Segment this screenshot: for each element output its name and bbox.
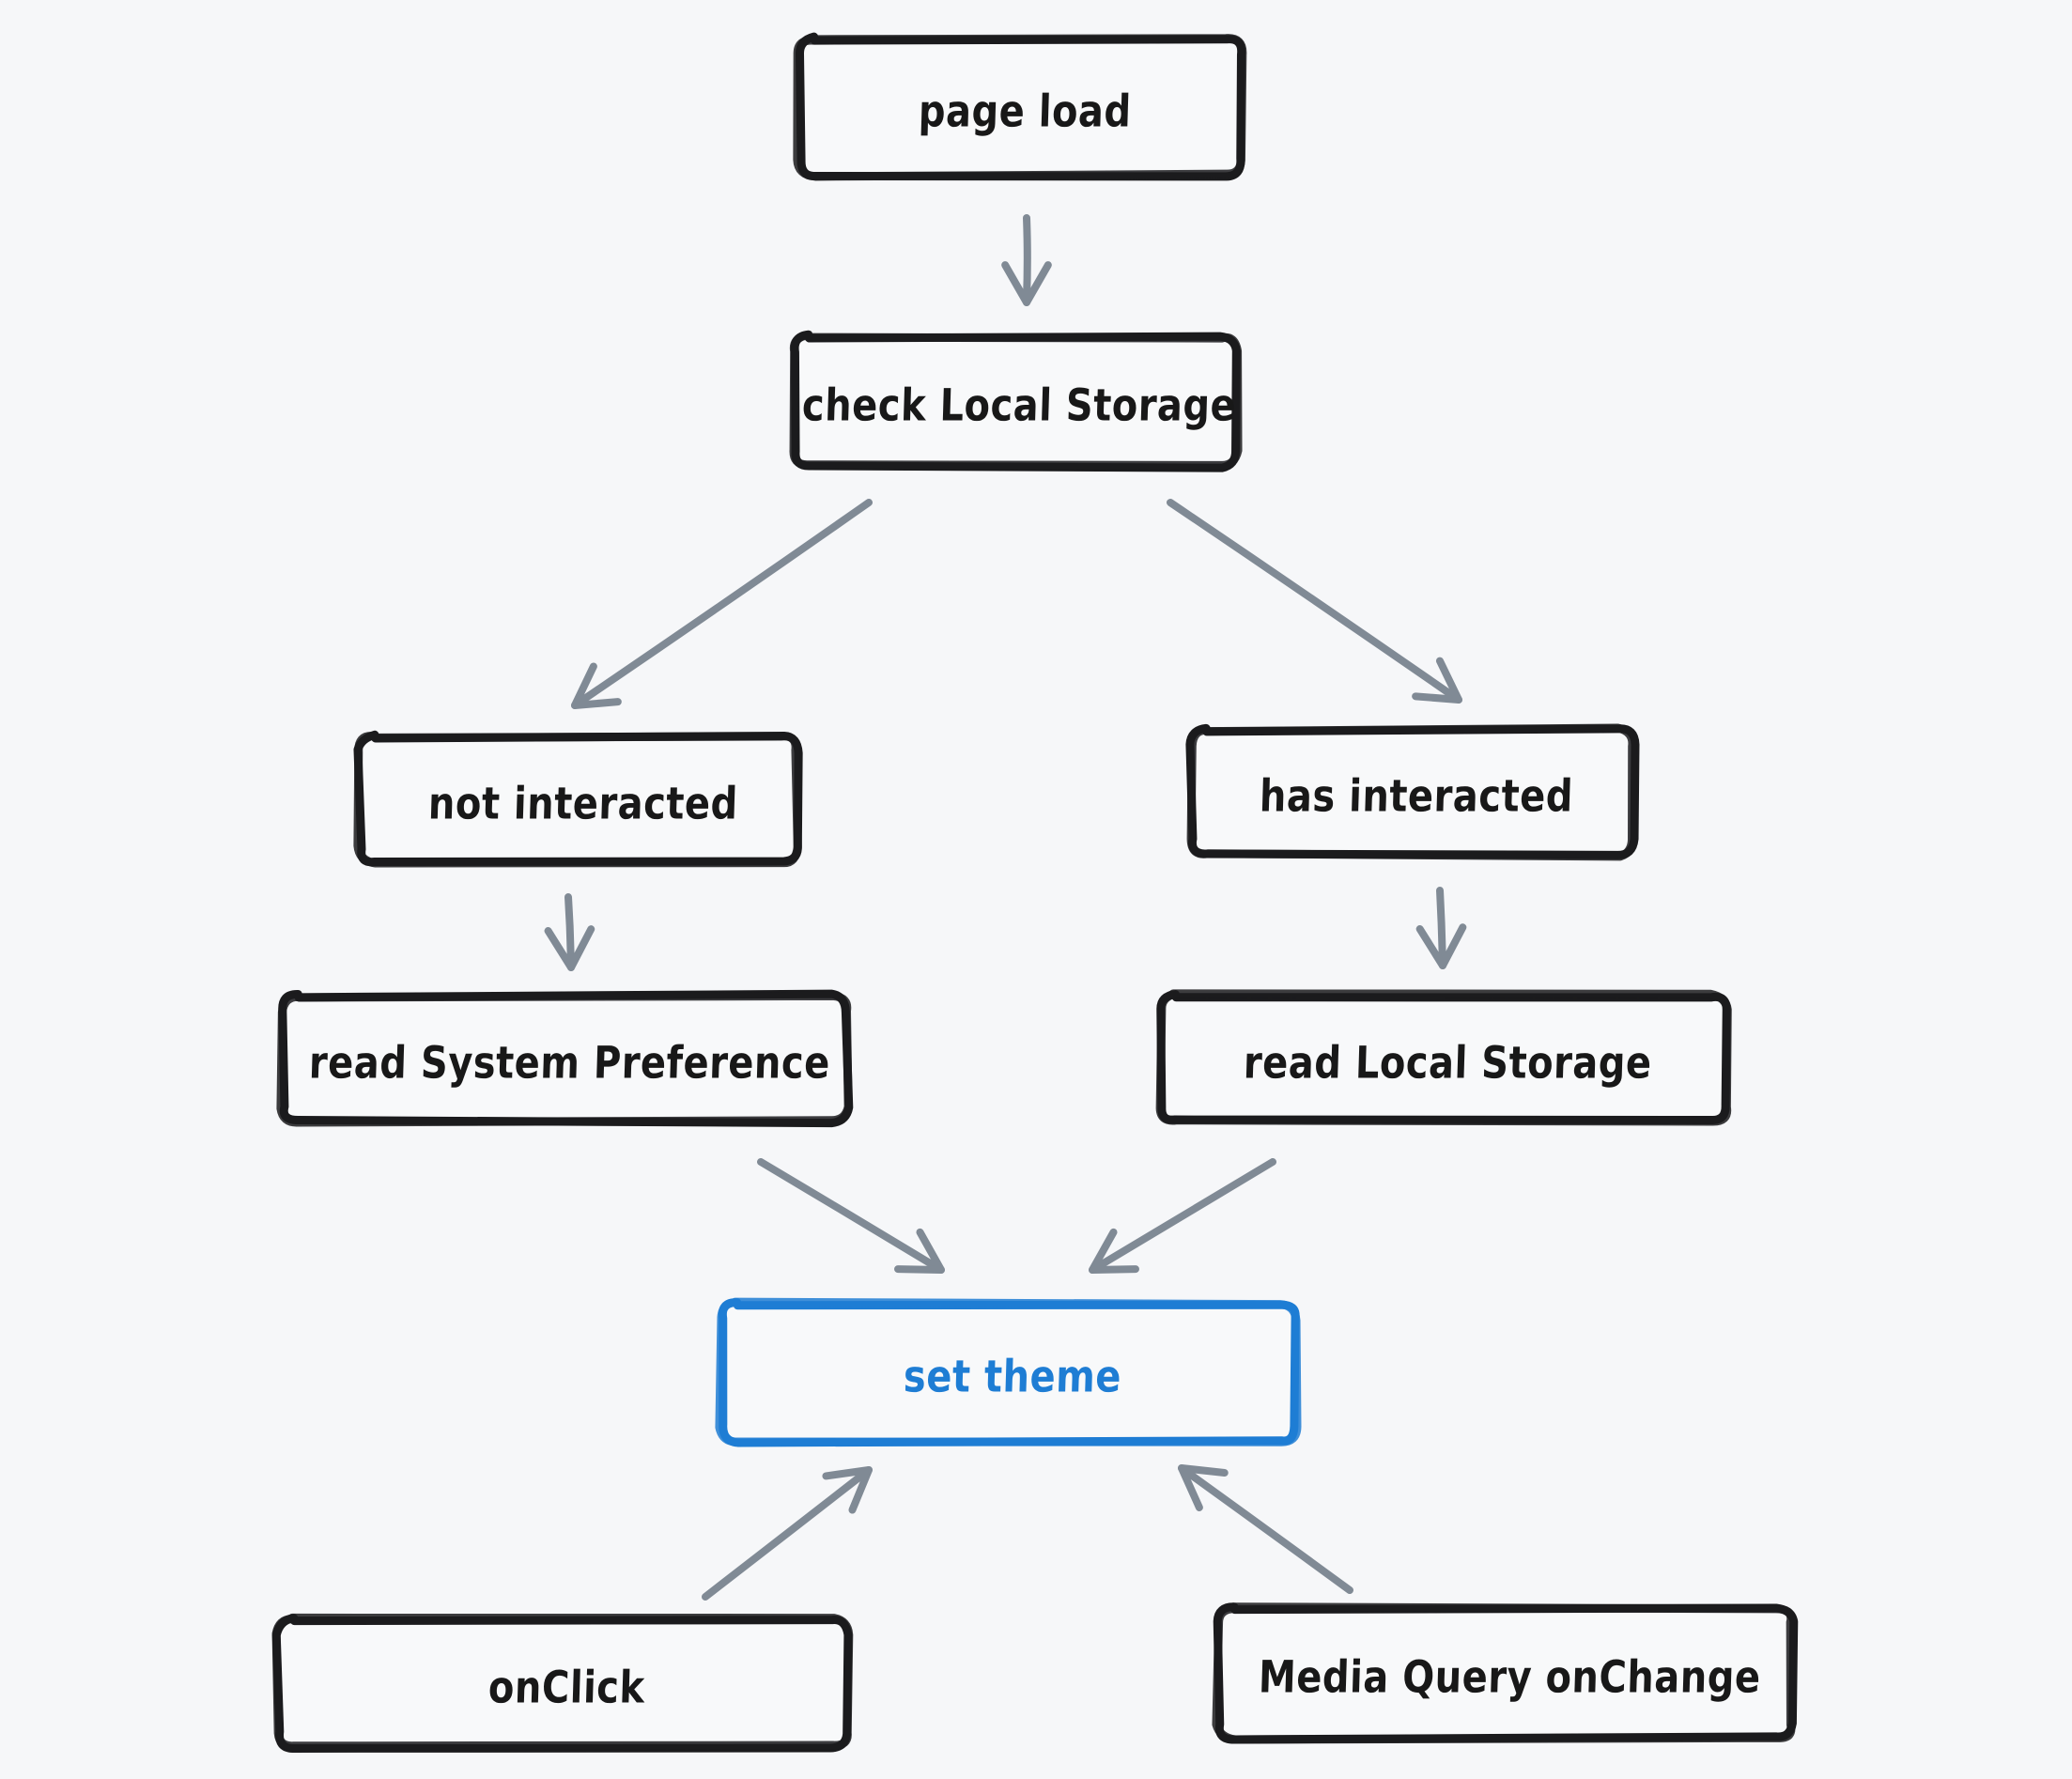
edge-read-system-to-set-theme-arrowhead-1	[916, 1228, 945, 1274]
edge-read-local-to-set-theme-arrowhead-0	[1089, 1228, 1118, 1274]
node-label-page-load: page load	[917, 85, 1133, 137]
node-outline-media-query-onchange	[1212, 1602, 1799, 1744]
edge-not-interacted-to-read-system-arrowhead-1	[567, 925, 595, 971]
node-outline-not-interacted	[353, 730, 803, 868]
node-has-interacted[interactable]: has interacted	[1185, 723, 1642, 863]
node-outline-has-interacted	[1185, 723, 1640, 861]
edge-read-system-to-set-theme	[757, 1158, 945, 1274]
edge-check-to-has-interacted-arrowhead-1	[1435, 657, 1462, 704]
edge-has-interacted-to-read-local	[1415, 887, 1467, 969]
node-label-read-system-preference: read System Preference	[307, 1037, 831, 1089]
node-page-load[interactable]: page load	[793, 32, 1250, 184]
edge-not-interacted-to-read-system	[544, 893, 595, 971]
edge-media-query-to-set-theme-arrowhead-0	[1178, 1464, 1229, 1477]
edge-read-local-to-set-theme-arrowhead-1	[1089, 1265, 1139, 1274]
edge-not-interacted-to-read-system-arrowhead-0	[544, 927, 575, 971]
edge-page-load-to-check-arrowhead-0	[1001, 261, 1030, 306]
node-outline-read-local-storage	[1155, 989, 1732, 1126]
edge-check-to-has-interacted-arrowhead-0	[1412, 692, 1462, 704]
node-label-read-local-storage: read Local Storage	[1243, 1037, 1653, 1089]
node-outline-set-theme	[715, 1297, 1302, 1447]
node-outline-read-system-preference	[276, 989, 854, 1128]
node-outline-on-click	[271, 1613, 854, 1753]
node-outline-check-local-storage	[789, 330, 1243, 472]
node-not-interacted[interactable]: not interacted	[353, 730, 806, 871]
edge-check-to-not-interacted	[571, 499, 873, 709]
node-label-not-interacted: not interacted	[426, 778, 739, 829]
edge-check-to-not-interacted-arrowhead-1	[571, 698, 622, 709]
edge-page-load-to-check	[1001, 214, 1052, 306]
node-label-has-interacted: has interacted	[1259, 770, 1574, 823]
node-label-check-local-storage: check Local Storage	[801, 379, 1237, 431]
node-media-query-onchange[interactable]: Media Query onChange	[1212, 1602, 1801, 1747]
edge-read-system-to-set-theme-arrowhead-0	[894, 1265, 945, 1274]
node-label-set-theme: set theme	[903, 1351, 1122, 1402]
edge-page-load-to-check-arrowhead-1	[1023, 261, 1052, 306]
edge-media-query-to-set-theme-arrowhead-1	[1178, 1464, 1203, 1511]
edge-check-to-has-interacted	[1167, 499, 1462, 704]
node-read-local-storage[interactable]: read Local Storage	[1155, 989, 1736, 1130]
edge-media-query-to-set-theme	[1178, 1464, 1353, 1594]
node-set-theme[interactable]: set theme	[715, 1297, 1304, 1449]
node-check-local-storage[interactable]: check Local Storage	[789, 330, 1245, 474]
node-label-media-query-onchange: Media Query onChange	[1257, 1651, 1762, 1704]
edge-read-local-to-set-theme	[1089, 1158, 1276, 1274]
edge-onclick-to-set-theme	[702, 1466, 873, 1601]
edge-has-interacted-to-read-local-arrowhead-0	[1415, 924, 1446, 969]
node-on-click[interactable]: onClick	[271, 1613, 856, 1756]
node-label-on-click: onClick	[487, 1662, 646, 1713]
edge-has-interacted-to-read-local-arrowhead-1	[1439, 923, 1467, 969]
edge-onclick-to-set-theme-arrowhead-1	[822, 1466, 873, 1480]
edge-onclick-to-set-theme-arrowhead-0	[848, 1466, 873, 1514]
node-read-system-preference[interactable]: read System Preference	[276, 989, 856, 1130]
node-outline-page-load	[793, 32, 1247, 181]
edge-check-to-not-interacted-arrowhead-0	[571, 662, 597, 709]
